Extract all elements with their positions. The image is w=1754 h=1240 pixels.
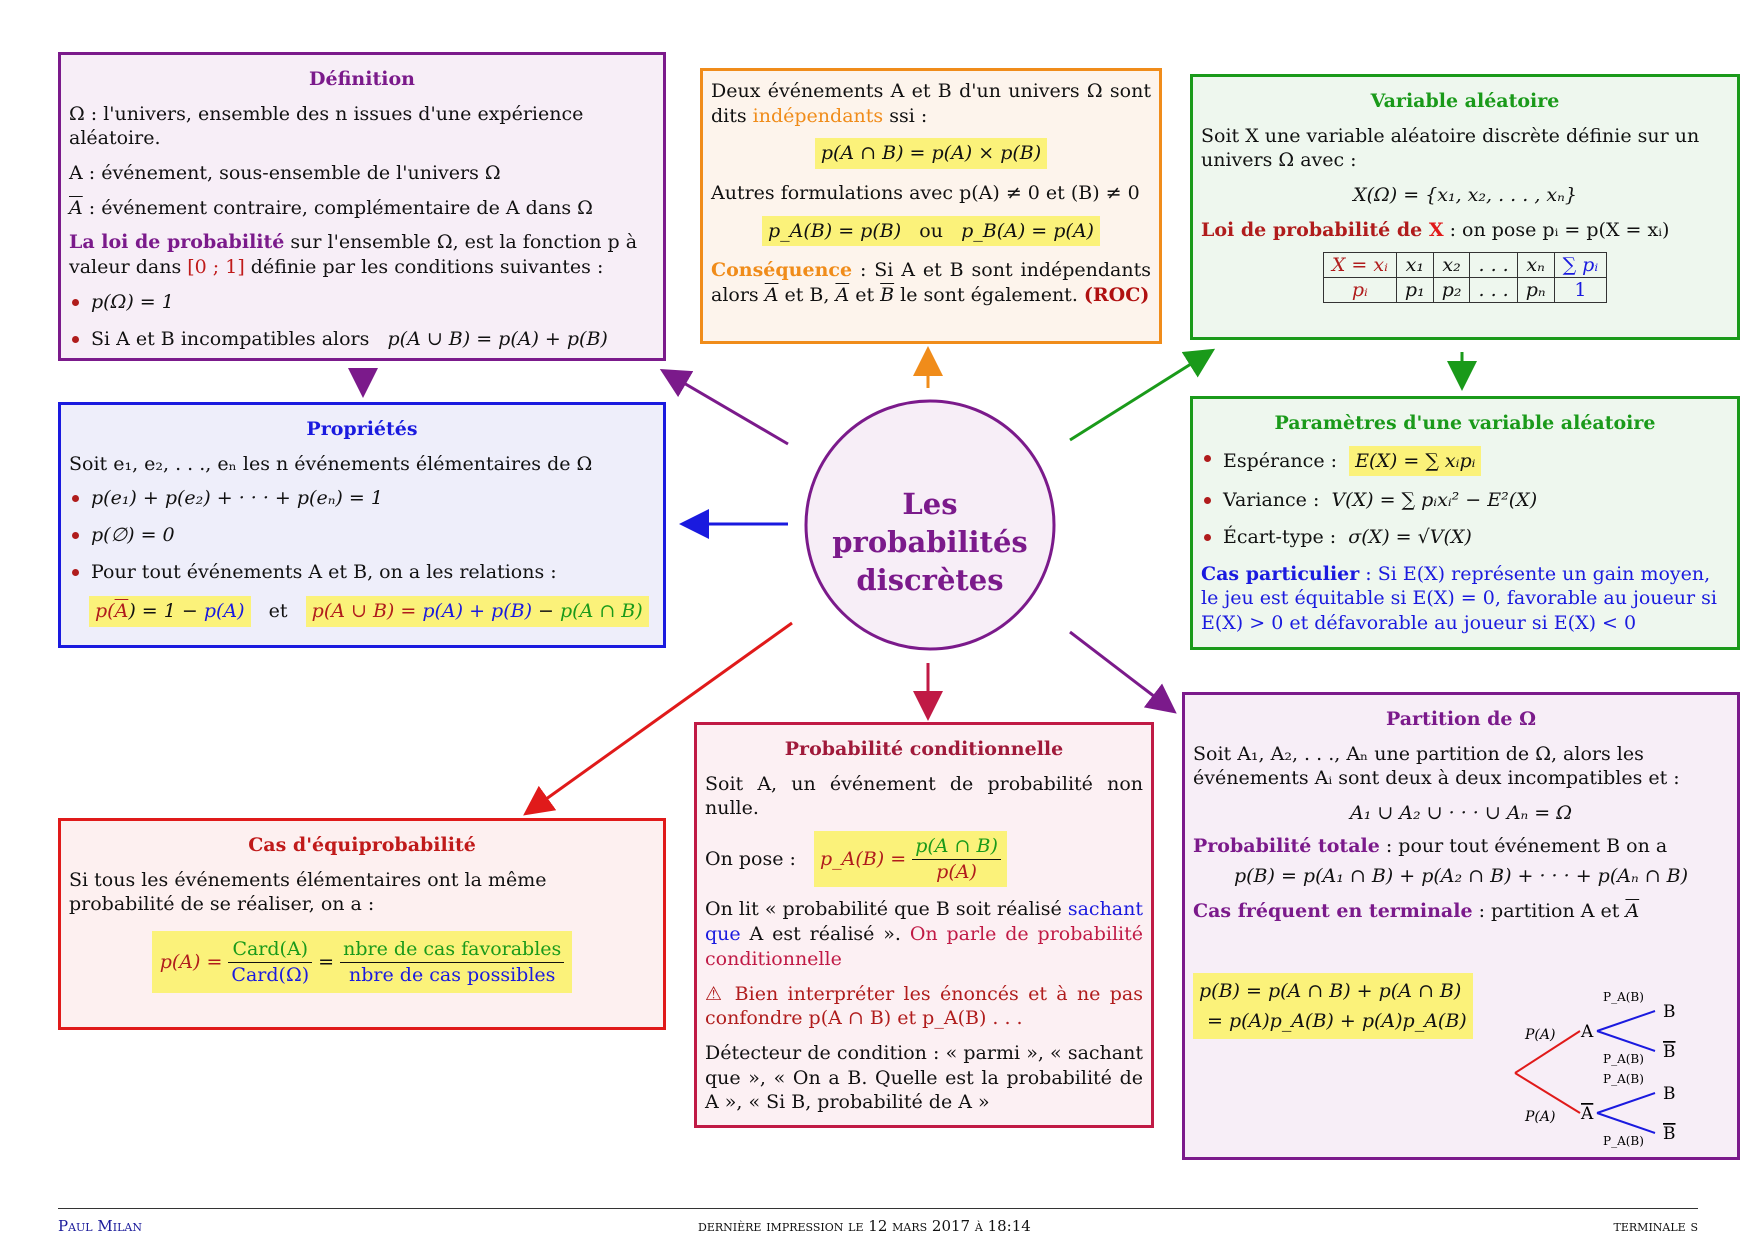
parametres-variance: Variance : V(X) = ∑ pᵢxᵢ² − E²(X) [1201,488,1729,513]
variable-loi: Loi de probabilité de X : on pose pᵢ = p… [1201,218,1670,241]
definition-bullet-1: p(Ω) = 1 [69,290,655,315]
conditionnelle-lecture: On lit « probabilité que B soit réalisé … [705,898,1143,970]
tree-label: P_A(B) [1603,1052,1644,1066]
proprietes-bullet-2: p(∅) = 0 [69,523,655,548]
definition-line-univers: Ω : l'univers, ensemble des n issues d'u… [69,102,584,150]
equiprob-title: Cas d'équiprobabilité [248,834,476,856]
independance-intro: Deux événements A et B d'un univers Ω so… [711,80,1151,127]
footer-level: terminale s [1613,1217,1698,1235]
arrow-to-variable [1069,348,1216,442]
independance-consequence: Conséquence : Si A et B sont indépendant… [711,259,1151,307]
tree-node: B [1663,1042,1676,1062]
proprietes-bullet-1: p(e₁) + p(e₂) + · · · + p(eₙ) = 1 [69,486,655,511]
footer-print-date: dernière impression le 12 mars 2017 à 18… [698,1217,1031,1235]
partition-formule-totale: p(B) = p(A₁ ∩ B) + p(A₂ ∩ B) + · · · + p… [1233,865,1689,888]
tree-label: P_A(B) [1603,1072,1644,1086]
variable-formula: X(Ω) = {x₁, x₂, . . . , xₙ} [1353,184,1577,207]
partition-text: Soit A₁, A₂, . . ., Aₙ une partition de … [1193,742,1680,790]
variable-title: Variable aléatoire [1370,90,1560,112]
parametres-esperance: Espérance : E(X) = ∑ xᵢpᵢ [1201,445,1729,477]
tree-node: B [1663,1124,1676,1144]
definition-bullet-2: Si A et B incompatibles alors p(A ∪ B) =… [69,327,655,352]
conditionnelle-box: Probabilité conditionnelle Soit A, un év… [694,722,1154,1128]
proprietes-relations: p(A) = 1 − p(A) et p(A ∪ B) = p(A) + p(B… [69,596,655,628]
footer-author: Paul Milan [58,1217,142,1235]
proprietes-box: Propriétés Soit e₁, e₂, . . ., eₙ les n … [58,402,666,648]
definition-line-contraire: A : événement contraire, complémentaire … [69,196,593,219]
independance-box: Deux événements A et B d'un univers Ω so… [700,68,1162,344]
independance-formula: p(A ∩ B) = p(A) × p(B) [814,138,1048,170]
parametres-ecart-type: Écart-type : σ(X) = √V(X) [1201,525,1729,550]
proprietes-intro: Soit e₁, e₂, . . ., eₙ les n événements … [69,452,593,475]
tree-label: P(A) [1524,1109,1555,1125]
center-circle [804,399,1056,651]
table-row: X = xᵢ x₁ x₂ . . . xₙ ∑ pᵢ [1322,252,1608,279]
equiprob-box: Cas d'équiprobabilité Si tous les événem… [58,818,666,1030]
footer: Paul Milan dernière impression le 12 mar… [58,1208,1698,1235]
tree-label: P_A(B) [1603,1134,1644,1148]
definition-box: Définition Ω : l'univers, ensemble des n… [58,52,666,361]
parametres-cas-particulier: Cas particulier : Si E(X) représente un … [1201,562,1717,635]
table-row: pᵢ p₁ p₂ . . . pₙ 1 [1322,277,1608,304]
equiprob-formula: p(A) = Card(A)Card(Ω) = nbre de cas favo… [151,931,573,994]
arrow-to-definition [659,368,789,446]
probability-law-table: X = xᵢ x₁ x₂ . . . xₙ ∑ pᵢ pᵢ p₁ p₂ . . … [1322,252,1608,304]
partition-cas-frequent: Cas fréquent en terminale : partition A … [1193,900,1640,923]
arrow-to-partition [1069,630,1177,714]
variable-text: Soit X une variable aléatoire discrète d… [1201,124,1700,172]
variable-box: Variable aléatoire Soit X une variable a… [1190,74,1740,340]
parametres-title: Paramètres d'une variable aléatoire [1274,412,1656,434]
conditionnelle-detecteur: Détecteur de condition : « parmi », « sa… [705,1041,1143,1114]
proprietes-title: Propriétés [306,418,418,440]
partition-union: A₁ ∪ A₂ ∪ · · · ∪ Aₙ = Ω [1349,802,1573,825]
tree-node: B [1663,1002,1676,1022]
warning-icon: ⚠ [705,982,726,1005]
tree-label: P_A(B) [1603,990,1644,1004]
conditionnelle-pose: On pose : p_A(B) = p(A ∩ B)p(A) [705,831,1143,888]
parametres-box: Paramètres d'une variable aléatoire Espé… [1190,396,1740,650]
partition-totale: Probabilité totale : pour tout événement… [1193,834,1668,857]
independance-formulas-alt: p_A(B) = p(B) ou p_B(A) = p(A) [762,215,1100,247]
conditionnelle-warning: ⚠ Bien interpréter les énoncés et à ne p… [705,982,1143,1030]
definition-title: Définition [309,68,415,90]
partition-formule-arbre: p(B) = p(A ∩ B) + p(A ∩ B) = p(A)p_A(B) … [1193,973,1473,1039]
partition-title: Partition de Ω [1385,708,1537,730]
tree-node: A [1580,1022,1594,1042]
independance-autres: Autres formulations avec p(A) ≠ 0 et (B)… [711,182,1140,205]
roc-badge: (ROC) [1083,284,1150,307]
equiprob-text: Si tous les événements élémentaires ont … [69,868,547,916]
probability-tree: P(A) P(A) A A P_A(B) P_A(B) P_A(B) P_A(B… [1514,990,1676,1148]
conditionnelle-intro: Soit A, un événement de probabilité non … [705,772,1143,820]
definition-line-evenement: A : événement, sous-ensemble de l'univer… [69,162,501,185]
tree-node: A [1580,1104,1594,1124]
proprietes-bullet-3: Pour tout événements A et B, on a les re… [69,560,655,585]
arrow-to-equiprob [523,621,793,816]
tree-node: B [1663,1084,1676,1104]
conditionnelle-title: Probabilité conditionnelle [784,738,1064,760]
center-title: Les probabilités discrètes [832,487,1028,597]
definition-loi: La loi de probabilité sur l'ensemble Ω, … [69,231,638,279]
tree-label: P(A) [1524,1027,1555,1043]
partition-box: Partition de Ω Soit A₁, A₂, . . ., Aₙ un… [1182,692,1740,1160]
